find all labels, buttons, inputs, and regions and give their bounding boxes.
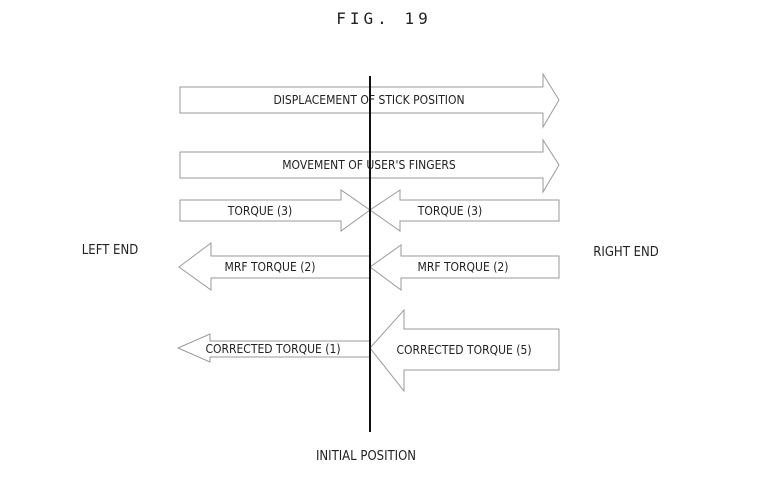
arrow-label: MRF TORQUE (2) — [418, 260, 509, 274]
arrow-shape — [369, 308, 560, 393]
arrow-shape — [369, 189, 560, 232]
arrow-torque-3-right: TORQUE (3) — [369, 189, 560, 232]
arrow-label: MRF TORQUE (2) — [225, 260, 316, 274]
arrow-shape — [369, 244, 560, 291]
left-end-label: LEFT END — [82, 243, 138, 258]
arrow-corrected-torque-5: CORRECTED TORQUE (5) — [369, 308, 560, 393]
arrow-torque-3-left: TORQUE (3) — [179, 189, 371, 232]
arrow-label: CORRECTED TORQUE (5) — [396, 343, 531, 357]
arrow-shape — [179, 189, 371, 232]
arrow-shape — [176, 333, 371, 363]
arrow-label: CORRECTED TORQUE (1) — [205, 342, 340, 356]
arrow-label: TORQUE (3) — [417, 204, 483, 218]
figure-title: FIG. 19 — [336, 9, 431, 28]
arrow-label: TORQUE (3) — [227, 204, 293, 218]
right-end-label: RIGHT END — [593, 245, 658, 260]
initial-position-label: INITIAL POSITION — [316, 449, 416, 464]
arrow-corrected-torque-1: CORRECTED TORQUE (1) — [176, 333, 371, 363]
arrow-mrf-torque-2-left: MRF TORQUE (2) — [178, 242, 371, 291]
arrow-mrf-torque-2-right: MRF TORQUE (2) — [369, 244, 560, 291]
arrow-shape — [178, 242, 371, 291]
